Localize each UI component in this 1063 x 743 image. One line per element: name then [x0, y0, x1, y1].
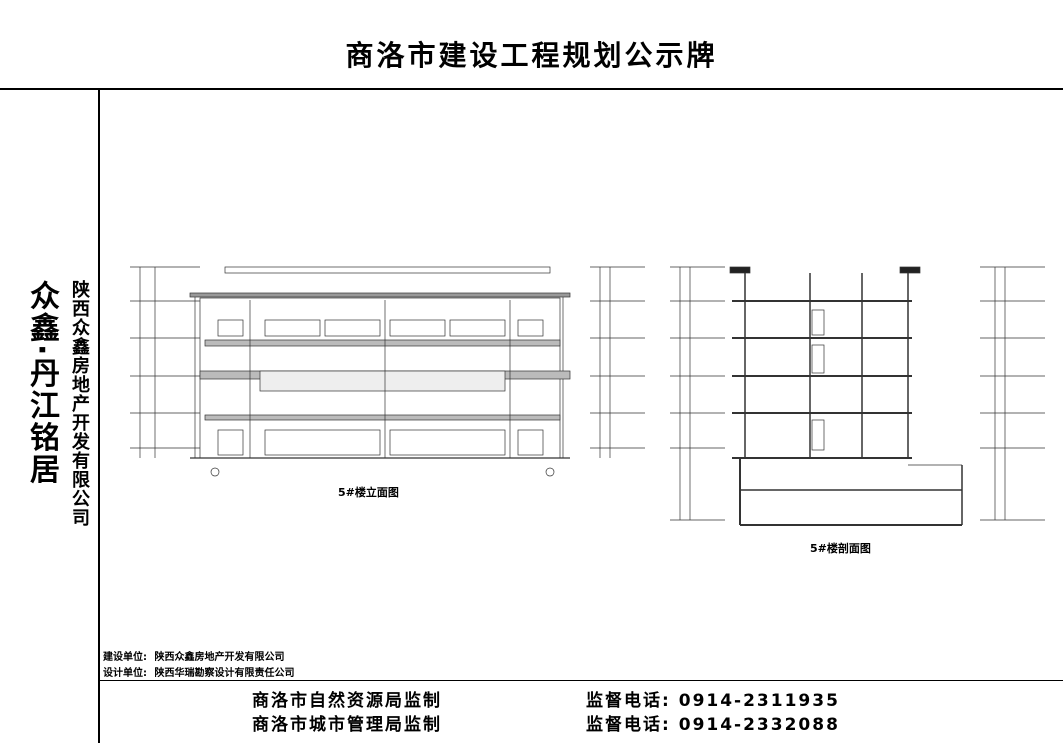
section-dimension-left [670, 266, 725, 521]
footer-org-1: 商洛市自然资源局监制 [252, 691, 442, 711]
builder-line: 建设单位: 陕西众鑫房地产开发有限公司 [103, 648, 284, 663]
footer-org-2: 商洛市城市管理局监制 [252, 715, 442, 735]
header-divider [0, 88, 1063, 90]
left-panel-divider [98, 88, 100, 743]
elevation-dimension-left [130, 266, 200, 458]
builder-label: 建设单位: [103, 652, 147, 663]
project-name: 众鑫·丹江铭居 [24, 280, 59, 486]
section-building [729, 266, 963, 526]
designer-line: 设计单位: 陕西华瑞勘察设计有限责任公司 [103, 664, 294, 679]
designer-label: 设计单位: [103, 668, 147, 679]
footer-phone-2-label: 监督电话: [586, 715, 671, 735]
drawing-area [130, 266, 1045, 526]
elevation-building [189, 266, 571, 477]
developer-name: 陕西众鑫房地产开发有限公司 [69, 280, 90, 527]
footer-divider [98, 680, 1063, 681]
footer-phone-1-group: 监督电话: 0914-2311935 [586, 686, 840, 711]
elevation-dimension-right [590, 266, 645, 458]
footer-phone-2-group: 监督电话: 0914-2332088 [586, 710, 840, 735]
footer-phone-1: 0914-2311935 [678, 691, 840, 711]
section-caption: 5#楼剖面图 [810, 542, 871, 555]
footer-phone-2: 0914-2332088 [678, 715, 840, 735]
elevation-caption: 5#楼立面图 [338, 486, 399, 499]
page-title: 商洛市建设工程规划公示牌 [345, 39, 718, 72]
footer-phone-1-label: 监督电话: [586, 691, 671, 711]
designer-value: 陕西华瑞勘察设计有限责任公司 [154, 668, 295, 679]
builder-value: 陕西众鑫房地产开发有限公司 [154, 652, 285, 663]
section-dimension-right [980, 266, 1045, 521]
